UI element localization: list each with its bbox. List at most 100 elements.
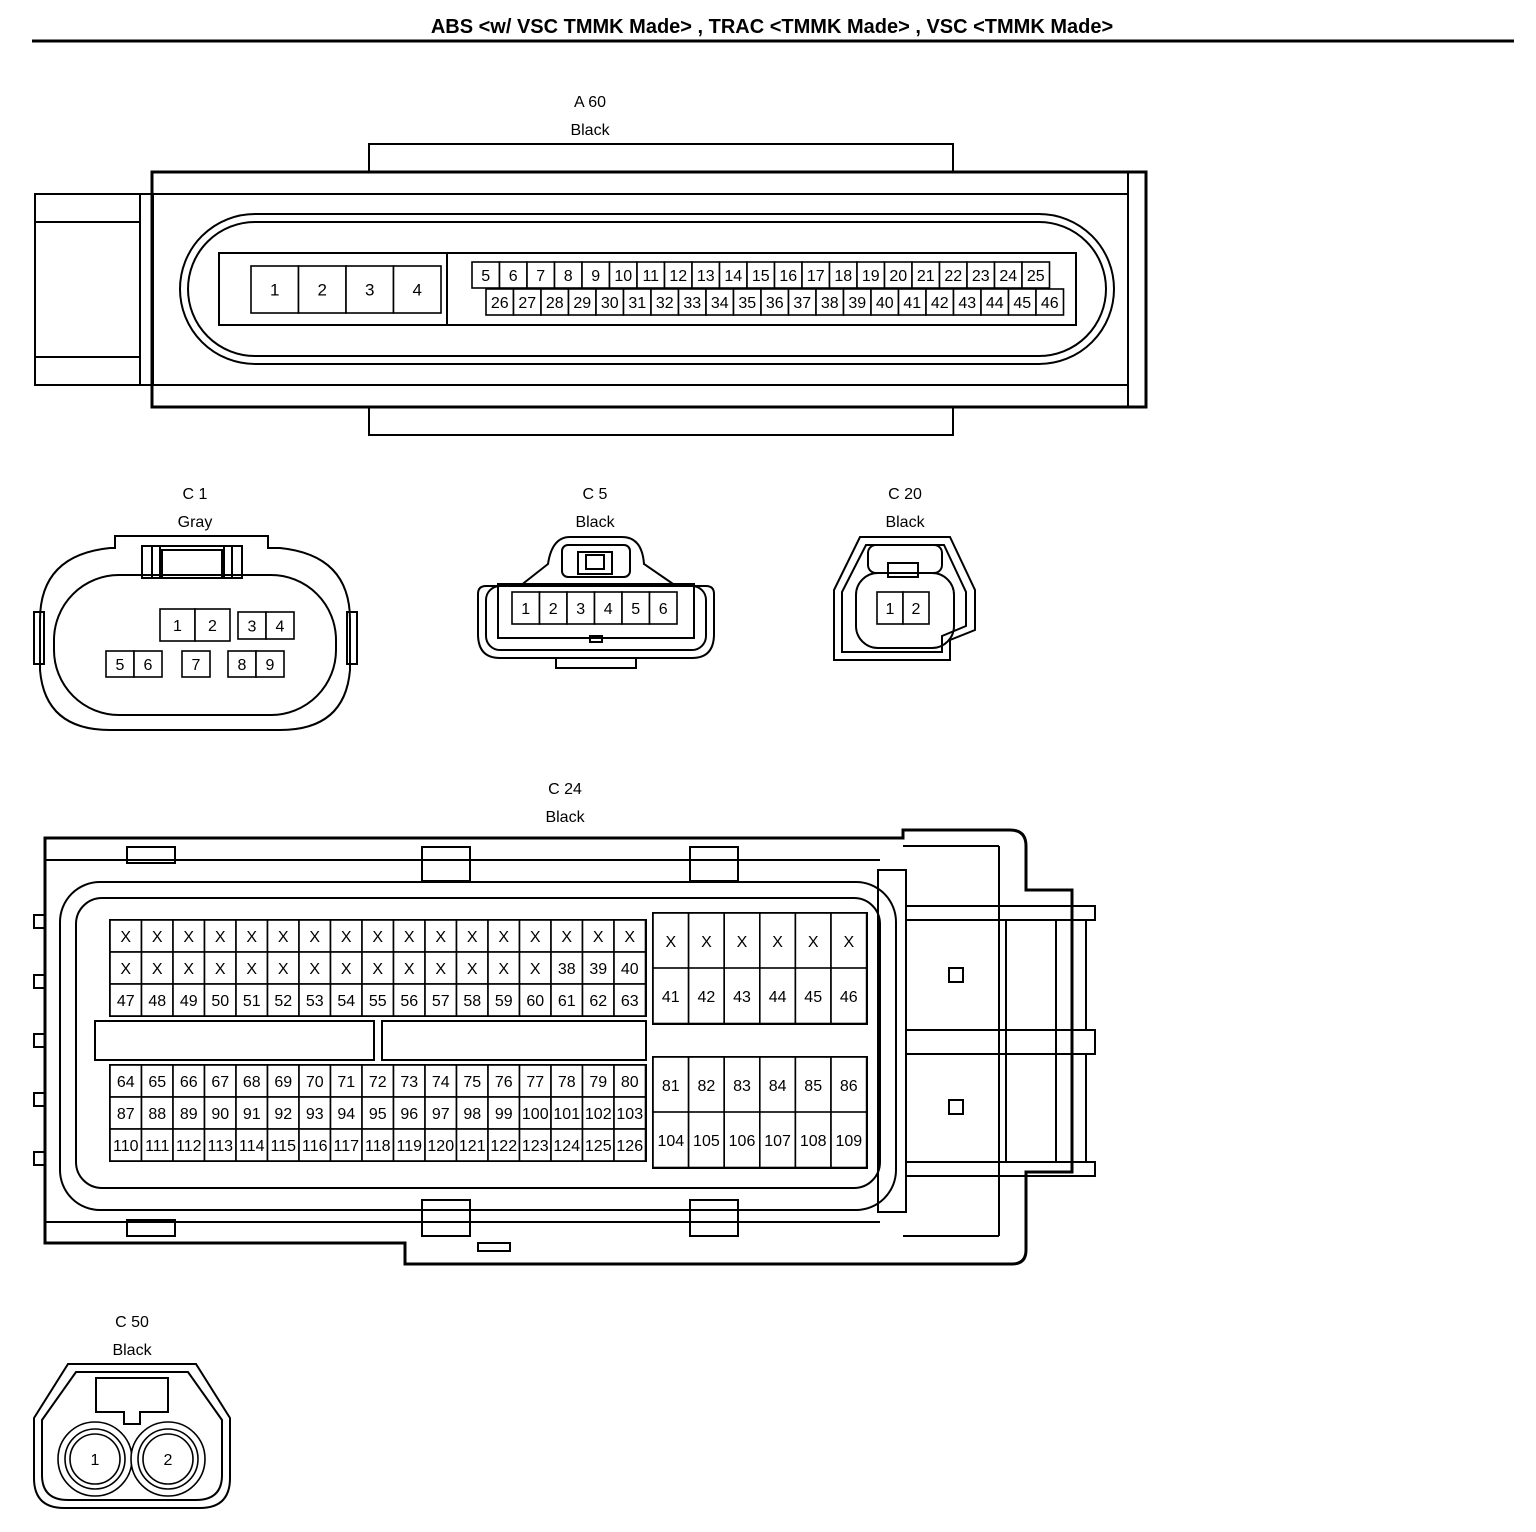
- a60-pin-label: 6: [509, 268, 518, 285]
- a60-pin-shape: [345, 265, 395, 314]
- c24-pin-label: 55: [369, 993, 387, 1010]
- a60-pin-shape: [1007, 288, 1037, 316]
- c24-pin-shape: [203, 1128, 237, 1162]
- c24-pin: X: [109, 951, 143, 985]
- c24-pin: X: [329, 919, 363, 953]
- c24-pin: 68: [235, 1064, 269, 1098]
- c24-pin: 98: [455, 1096, 489, 1130]
- c24-pin-label: 49: [180, 993, 198, 1010]
- a60-pin-label: 15: [752, 268, 770, 285]
- c24-pin-label: 82: [698, 1078, 716, 1095]
- c5-pin: 1: [511, 591, 541, 625]
- a60-pin: 44: [980, 288, 1010, 316]
- c24-pin-shape: [266, 951, 300, 985]
- a60-pin: 35: [732, 288, 762, 316]
- a60-pin-label: 36: [766, 295, 784, 312]
- c24-pin-label: X: [843, 934, 854, 951]
- a60-pin-shape: [993, 261, 1023, 289]
- a60-pin-shape: [297, 265, 347, 314]
- c24-pin-shape: [329, 1064, 363, 1098]
- c24-pin-label: 78: [558, 1074, 576, 1091]
- a60-pin: 13: [691, 261, 721, 289]
- c24-color: Black: [545, 809, 585, 826]
- c20-pin-shape: [902, 591, 930, 625]
- c24-pin: 110: [109, 1128, 143, 1162]
- a60-pin: 4: [392, 265, 442, 314]
- a60-pin-label: 16: [779, 268, 797, 285]
- c24-pin-shape: [424, 983, 458, 1017]
- c24-pin-shape: [613, 951, 647, 985]
- c24-pin: 77: [518, 1064, 552, 1098]
- c20-pin-label: 2: [912, 601, 921, 618]
- c24-pin-shape: [172, 951, 206, 985]
- a60-pin-shape: [746, 261, 776, 289]
- c24-pin-shape: [550, 983, 584, 1017]
- c24-pin-shape: [424, 1096, 458, 1130]
- c24-pin-label: 107: [764, 1133, 791, 1150]
- a60-pin: 28: [540, 288, 570, 316]
- a60-pin-label: 30: [601, 295, 619, 312]
- c24-pin: X: [550, 919, 584, 953]
- c24-pin: 82: [687, 1056, 725, 1114]
- c24-pin: 44: [758, 967, 797, 1025]
- c5-name: C 5: [583, 486, 608, 503]
- c24-pin: 74: [424, 1064, 458, 1098]
- c24-pin: 80: [613, 1064, 647, 1098]
- a60-pin-shape: [553, 261, 583, 289]
- c24-pin: 92: [266, 1096, 300, 1130]
- c20-pin-label: 1: [886, 601, 895, 618]
- c24-pin-shape: [687, 1056, 725, 1114]
- c24-pin-label: 61: [558, 993, 576, 1010]
- c1-pin-shape: [133, 650, 163, 678]
- c24-pin-label: 66: [180, 1074, 198, 1091]
- a60-pin-shape: [485, 288, 515, 316]
- a60-pin: 18: [828, 261, 858, 289]
- c24-pin-label: 79: [589, 1074, 607, 1091]
- a60-pin-label: 44: [986, 295, 1004, 312]
- a60-pin: 29: [567, 288, 597, 316]
- a60-bottom-tab: [368, 406, 954, 436]
- c24-inner-outer: [59, 881, 897, 1211]
- c24-pin: 47: [109, 983, 143, 1017]
- c20-pin-shape: [876, 591, 904, 625]
- c50-pin-inner: [69, 1433, 121, 1485]
- c24-pin: 93: [298, 1096, 332, 1130]
- c24-pin-label: X: [309, 961, 320, 978]
- c24-pin-label: 42: [698, 989, 716, 1006]
- a60-pin: 43: [952, 288, 982, 316]
- a60-pin: 3: [345, 265, 395, 314]
- c24-pin-label: 48: [148, 993, 166, 1010]
- c24-pin: X: [172, 951, 206, 985]
- c24-pin-label: X: [341, 929, 352, 946]
- c24-pin-shape: [172, 1064, 206, 1098]
- c24-pin-label: 71: [337, 1074, 355, 1091]
- a60-pin-shape: [622, 288, 652, 316]
- a60-pin: 8: [553, 261, 583, 289]
- a60-pin-shape: [911, 261, 941, 289]
- c20-pin: 2: [902, 591, 930, 625]
- a60-pin-label: 22: [944, 268, 962, 285]
- c24-pin-label: 121: [459, 1138, 486, 1155]
- c5-pin: 5: [621, 591, 651, 625]
- c24-pin-label: 47: [117, 993, 135, 1010]
- c24-pin-label: 87: [117, 1106, 135, 1123]
- c24-pin-shape: [723, 1111, 761, 1169]
- c24-pin: 124: [550, 1128, 584, 1162]
- c50-pin-label: 2: [164, 1452, 173, 1469]
- c24-pin-label: 72: [369, 1074, 387, 1091]
- c24-pin-shape: [830, 1056, 868, 1114]
- c24-pin-label: 90: [211, 1106, 229, 1123]
- c24-pin-shape: [109, 919, 143, 953]
- c24-pin-label: 67: [211, 1074, 229, 1091]
- c24-pin-shape: [329, 983, 363, 1017]
- c1-pin-label: 2: [208, 618, 217, 635]
- c24-pin: 94: [329, 1096, 363, 1130]
- c24-pin: X: [652, 912, 690, 970]
- c24-pin-label: 103: [616, 1106, 643, 1123]
- a60-pin: 25: [1021, 261, 1051, 289]
- c24-pin: X: [203, 951, 237, 985]
- a60-pin-label: 40: [876, 295, 894, 312]
- a60-pin-shape: [512, 288, 542, 316]
- c24-pin: X: [140, 919, 174, 953]
- c24-pin: 39: [581, 951, 615, 985]
